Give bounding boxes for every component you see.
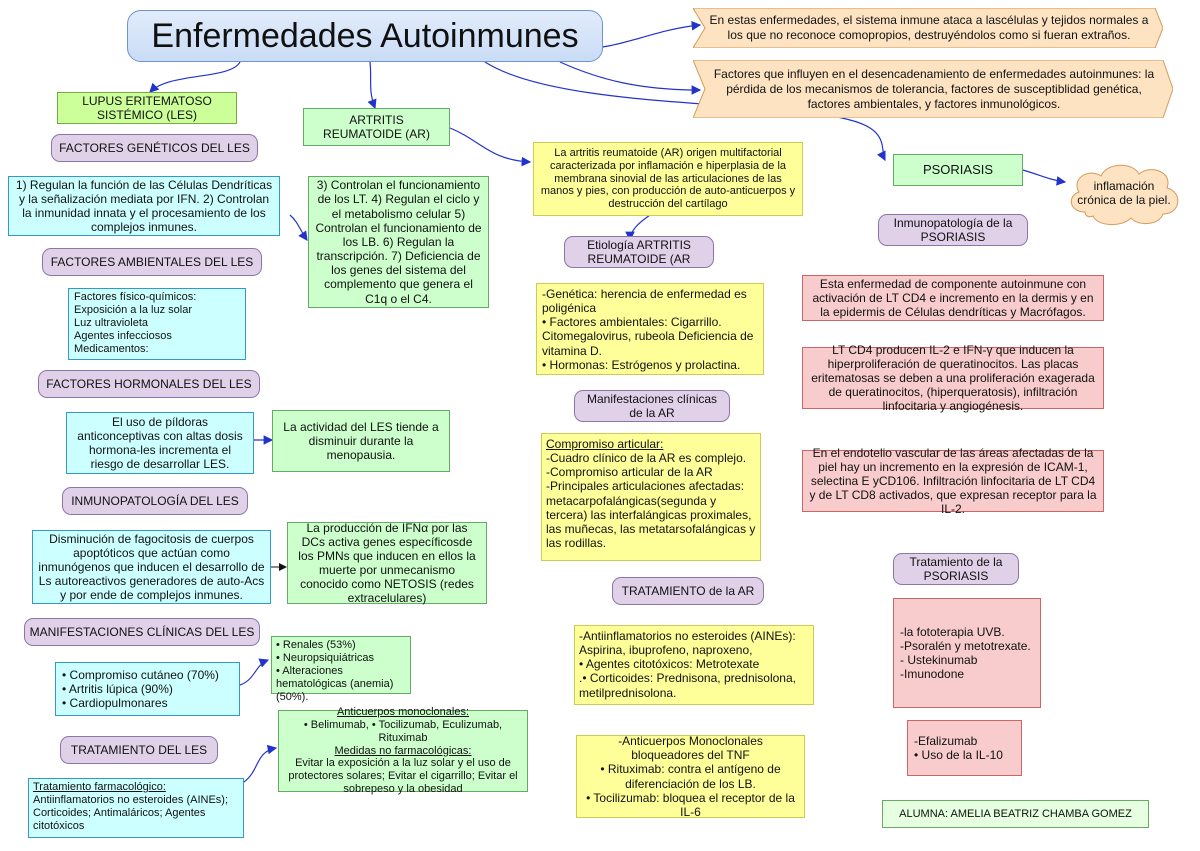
psoriasis-treat-item: -Imunodone xyxy=(900,667,965,682)
definition-text: En estas enfermedades, el sistema inmune… xyxy=(709,13,1149,42)
cloud-shape xyxy=(1070,164,1179,225)
ar-manif-item: -Cuadro clínico de la AR es complejo. xyxy=(546,451,747,466)
psoriasis-treatment-list: -la fototerapia UVB. -Psoralén y metotre… xyxy=(893,598,1041,708)
ar-manif-title: Compromiso articular: xyxy=(546,437,664,451)
connector-title-ar xyxy=(367,61,377,110)
ar-etiology-header: Etiología ARTRITIS REUMATOIDE (AR xyxy=(564,236,714,268)
etio-item: • Hormonas: Estrógenos y prolactina. xyxy=(542,357,741,372)
treat-extra-title: Anticuerpos monoclonales: xyxy=(336,705,470,718)
les-hormonal-extra: La actividad del LES tiende a disminuir … xyxy=(272,410,450,472)
psoriasis-immuno-header: Inmunopatología de la PSORIASIS xyxy=(878,214,1028,246)
les-immuno-text: Disminución de fagocitosis de cuerpos ap… xyxy=(32,530,271,604)
les-title: LUPUS ERITEMATOSO SISTÉMICO (LES) xyxy=(57,92,237,124)
psoriasis-cloud-text: inflamación crónica de la piel. xyxy=(1077,178,1171,207)
ar-definition: La artritis reumatoide (AR) origen multi… xyxy=(533,142,803,216)
les-genetic-text: 1) Regulan la función de las Células Den… xyxy=(8,176,280,236)
psoriasis-treat-item: - Ustekinumab xyxy=(900,653,978,667)
les-manifestations-list: • Compromiso cutáneo (70%) • Artritis lú… xyxy=(55,662,240,716)
psoriasis-treat-item: -la fototerapia UVB. xyxy=(900,624,1005,639)
les-treatment-text: Tratamiento farmacológico: Antiinflamato… xyxy=(28,778,244,838)
etio-item: -Genética: herencia de enfermedad es pol… xyxy=(542,287,747,316)
les-hormonal-header: FACTORES HORMONALES DEL LES xyxy=(38,370,260,398)
env-item: Agentes infecciosos xyxy=(74,329,172,342)
connector-ar-definition xyxy=(449,127,532,167)
connector-title-factors xyxy=(559,61,702,95)
les-genetic-header: FACTORES GENÉTICOS DEL LES xyxy=(51,134,258,162)
manif-item: • Cardiopulmonares xyxy=(62,696,168,711)
les-environmental-header: FACTORES AMBIENTALES DEL LES xyxy=(42,248,262,276)
ar-manif-item: -Compromiso articular de la AR xyxy=(546,465,713,480)
psoriasis-box-3: En el endotelio vascular de las áreas af… xyxy=(802,446,1104,516)
ar-manifestations-header: Manifestaciones clínicas de la AR xyxy=(574,390,730,422)
psoriasis-treat-item: -Psoralén y metotrexate. xyxy=(900,638,1031,653)
psoriasis-box-1: Esta enfermedad de componente autoinmune… xyxy=(802,275,1104,321)
connector-les-genetic-extra xyxy=(289,214,308,241)
psoriasis-box-2: LT CD4 producen IL-2 e IFN-γ que inducen… xyxy=(802,343,1104,413)
connector-psoriasis-cloud xyxy=(1022,169,1067,186)
connector-les-manif-extra xyxy=(239,658,270,686)
env-item: Medicamentos: xyxy=(74,342,149,355)
les-environmental-list: Factores físico-químicos: Exposición a l… xyxy=(68,288,246,360)
les-manifestations-header: MANIFESTACIONES CLÍNICAS DEL LES xyxy=(24,618,260,646)
psoriasis-treatment-extra: -Efalizumab • Uso de la IL-10 xyxy=(907,720,1022,776)
psoriasis-treat-extra-item: • Uso de la IL-10 xyxy=(914,748,1003,762)
manif-extra-item: • Alteraciones hematológicas (anemia) (5… xyxy=(276,664,394,703)
treat-title: Tratamiento farmacológico: xyxy=(33,781,166,793)
connector-les-treat-extra xyxy=(243,744,278,783)
callout-arrow-shape xyxy=(693,8,1163,48)
callout-arrow-shape xyxy=(693,60,1173,118)
manif-extra-item: • Renales (53%) xyxy=(276,639,356,651)
treat-extra-body: • Belimumab, • Tocilizumab, Eculizumab, … xyxy=(303,718,503,744)
ar-treat-item: • Agentes citotóxicos: Metrotexate xyxy=(579,657,760,672)
treat-extra-body: Evitar la exposición a la luz solar y el… xyxy=(288,757,518,796)
env-item: Luz ultravioleta xyxy=(74,316,148,329)
connector-title-les xyxy=(149,61,241,93)
les-treatment-header: TRATAMIENTO DEL LES xyxy=(60,736,218,764)
manif-item: • Compromiso cutáneo (70%) xyxy=(62,667,219,682)
ar-title: ARTRITIS REUMATOIDE (AR) xyxy=(303,108,450,146)
ar-treat-item: .• Corticoides: Prednisona, prednisolona… xyxy=(579,671,796,700)
page-title: Enfermedades Autoinmunes xyxy=(127,10,603,62)
ar-treatment-header: TRATAMIENTO de la AR xyxy=(612,577,764,605)
ar-treat-extra-item: -Anticuerpos Monoclonales bloqueadores d… xyxy=(618,734,763,763)
psoriasis-treatment-header: Tratamiento de la PSORIASIS xyxy=(893,553,1019,585)
psoriasis-cloud: inflamación crónica de la piel. xyxy=(1063,158,1185,228)
factors-callout: Factores que influyen en el desencadenam… xyxy=(693,60,1173,118)
les-immuno-extra: La producción de IFNα por las DCs activa… xyxy=(287,521,487,605)
ar-manifestations-list: Compromiso articular: -Cuadro clínico de… xyxy=(541,433,761,561)
les-treatment-extra: Anticuerpos monoclonales: • Belimumab, •… xyxy=(278,706,528,795)
factors-text: Factores que influyen en el desencadenam… xyxy=(713,66,1155,111)
ar-manif-item: -Principales articulaciones afectadas: m… xyxy=(546,479,756,551)
env-item: Exposición a la luz solar xyxy=(74,303,193,316)
definition-callout: En estas enfermedades, el sistema inmune… xyxy=(693,8,1163,48)
ar-treat-extra-item: • Rituximab: contra el antígeno de difer… xyxy=(600,762,781,791)
etio-item: • Factores ambientales: Cigarrillo. Cito… xyxy=(542,315,754,358)
manif-item: • Artritis lúpica (90%) xyxy=(62,681,173,696)
treat-extra-title: Medidas no farmacológicas: xyxy=(334,744,472,757)
ar-etiology-list: -Genética: herencia de enfermedad es pol… xyxy=(536,283,764,375)
ar-treatment-list: -Antiinflamatorios no esteroides (AINEs)… xyxy=(574,625,814,705)
ar-treat-item: -Antiinflamatorios no esteroides (AINEs)… xyxy=(579,629,796,658)
treat-body: Antiinflamatorios no esteroides (AINEs);… xyxy=(33,793,229,832)
manif-extra-item: • Neuropsiquiátricas xyxy=(276,651,375,664)
psoriasis-title: PSORIASIS xyxy=(893,154,1023,186)
les-manifestations-extra: • Renales (53%) • Neuropsiquiátricas • A… xyxy=(271,636,411,703)
psoriasis-treat-extra-item: -Efalizumab xyxy=(914,733,978,748)
ar-treat-extra-item: • Tocilizumab: bloquea el receptor de la… xyxy=(586,790,795,819)
les-genetic-extra: 3) Controlan el funcionamiento de los LT… xyxy=(308,176,489,308)
env-item: Factores físico-químicos: xyxy=(74,291,197,303)
author-label: ALUMNA: AMELIA BEATRIZ CHAMBA GOMEZ xyxy=(882,800,1149,828)
les-hormonal-text: El uso de píldoras anticonceptivas con a… xyxy=(66,412,254,474)
ar-treatment-extra: -Anticuerpos Monoclonales bloqueadores d… xyxy=(576,734,805,819)
les-immuno-header: INMUNOPATOLOGÍA DEL LES xyxy=(62,487,248,515)
